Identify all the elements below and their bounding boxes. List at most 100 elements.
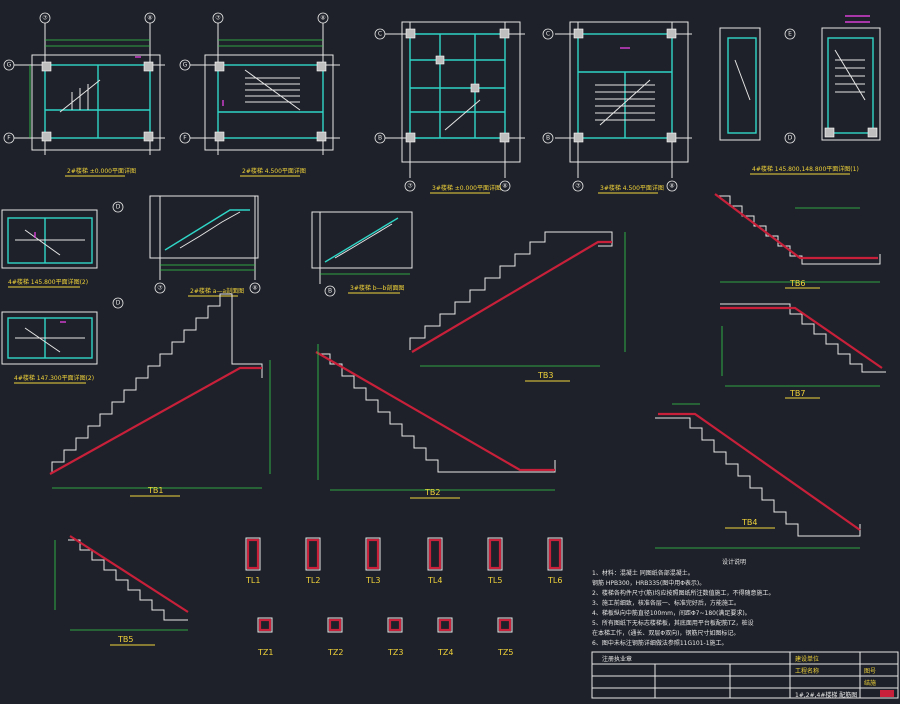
note-line: 4、梯板纵向中筋直径100mm，间距Φ7~180(满足要求)。 xyxy=(592,609,751,617)
plan-title: 3#楼梯 ±0.000平面详图 xyxy=(432,184,501,192)
left-plan-1473 xyxy=(1,311,98,365)
column-label: TZ1 xyxy=(257,648,273,657)
note-line: 5、所有图纸下无标志楼梯板，其底面用平台板配筋TZ，桩设 xyxy=(592,619,754,627)
stair-tb1 xyxy=(49,293,271,497)
column-label: TZ5 xyxy=(497,648,513,657)
axis-bubble xyxy=(784,132,796,144)
column-sections xyxy=(257,617,513,633)
title-block-field: 工程名称 xyxy=(795,667,819,675)
axis-bubble xyxy=(572,180,584,192)
axis-bubble xyxy=(542,132,554,144)
axis-label: B xyxy=(378,135,382,142)
stair-label: TB6 xyxy=(789,279,805,288)
left-plan-1458 xyxy=(1,209,98,269)
axis-bubble xyxy=(3,132,15,144)
stair-tb4 xyxy=(655,403,861,549)
beam-label: TL2 xyxy=(305,576,320,585)
axis-bubble xyxy=(374,132,386,144)
note-line: 2、楼梯各构件尺寸(筋)均应按照图纸所注数值施工，不得随意施工。 xyxy=(592,589,775,597)
axis-bubble xyxy=(154,282,166,294)
axis-bubble xyxy=(324,285,336,297)
stair-label: TB5 xyxy=(117,635,133,644)
axis-label: C xyxy=(378,31,382,38)
note-line: 在本梯工作，(通长、双层Φ双向)，钢筋尺寸如图标记。 xyxy=(592,629,739,637)
title-block xyxy=(591,651,899,699)
axis-label: ⑦ xyxy=(575,183,581,190)
axis-label: D xyxy=(788,135,793,142)
plan-3-4500 xyxy=(555,21,692,178)
axis-label: B xyxy=(546,135,550,142)
axis-label: C xyxy=(546,31,550,38)
axis-bubble xyxy=(317,12,329,24)
stair-tb5 xyxy=(54,535,189,646)
note-line: 3、施工前细致，核准各层一、标准完好后，方能施工。 xyxy=(592,599,740,607)
axis-bubble xyxy=(374,28,386,40)
beam-label: TL3 xyxy=(365,576,380,585)
axis-bubble xyxy=(666,180,678,192)
plan-3-000 xyxy=(385,21,525,178)
axis-label: ⑦ xyxy=(215,15,221,22)
column-label: TZ4 xyxy=(437,648,453,657)
axis-label: ⑦ xyxy=(157,285,163,292)
note-line: 1、材料：混凝土 同图纸各部混凝土。 xyxy=(592,569,694,577)
axis-label: ⑦ xyxy=(407,183,413,190)
title-block-stamp: 注册执业章 xyxy=(602,655,632,663)
axis-bubble xyxy=(404,180,416,192)
column-label: TZ3 xyxy=(387,648,403,657)
column-label: TZ2 xyxy=(327,648,343,657)
axis-bubble xyxy=(144,12,156,24)
stair-label: TB4 xyxy=(741,518,757,527)
axis-bubble xyxy=(249,282,261,294)
axis-label: ⑧ xyxy=(669,183,674,190)
beam-label: TL6 xyxy=(547,576,562,585)
plan-title: 4#楼梯 145.800,148.800平面详图(1) xyxy=(752,165,859,173)
axis-label: D xyxy=(116,300,121,307)
section-title: 3#楼梯 b—b剖面图 xyxy=(350,284,404,292)
beam-label: TL5 xyxy=(487,576,502,585)
plan-title: 2#楼梯 4.500平面详图 xyxy=(242,167,306,175)
axis-bubble xyxy=(784,28,796,40)
axis-label: ⑧ xyxy=(320,15,325,22)
note-line: 钢筋 HPB300，HRB335(图中用Φ表示)。 xyxy=(592,579,705,587)
axis-label: D xyxy=(116,204,121,211)
axis-bubble xyxy=(112,201,124,213)
title-block-field: 建设单位 xyxy=(795,655,819,663)
axis-bubble xyxy=(499,180,511,192)
plan-4-1458 xyxy=(719,15,881,141)
axis-label: F xyxy=(183,135,187,142)
section-2-aa xyxy=(149,195,259,280)
plan-title: 3#楼梯 4.500平面详图 xyxy=(600,184,664,192)
axis-label: B xyxy=(328,288,332,295)
beam-sections xyxy=(245,537,563,571)
sheet-number: 结施 xyxy=(864,679,876,687)
stair-tb7 xyxy=(720,303,886,399)
stair-tb3 xyxy=(409,231,626,382)
beam-label: TL4 xyxy=(427,576,442,585)
notes-title: 设计说明 xyxy=(722,558,746,566)
axis-label: F xyxy=(7,135,11,142)
axis-bubble xyxy=(3,59,15,71)
beam-label: TL1 xyxy=(245,576,260,585)
axis-bubble xyxy=(179,59,191,71)
stair-label: TB3 xyxy=(537,371,553,380)
plan-title: 4#楼梯 145.800平面详图(2) xyxy=(8,278,88,286)
axis-label: E xyxy=(788,31,792,38)
stair-label: TB1 xyxy=(147,486,163,495)
plan-title: 4#楼梯 147.300平面详图(2) xyxy=(14,374,94,382)
plan-2-000 xyxy=(12,22,165,155)
axis-label: ⑧ xyxy=(147,15,152,22)
stair-tb6 xyxy=(714,193,881,289)
axis-bubble xyxy=(39,12,51,24)
note-line: 6、图中未标注钢筋详细做法参照11G101-1施工。 xyxy=(592,639,728,647)
axis-bubble xyxy=(212,12,224,24)
section-3-bb xyxy=(311,211,413,284)
stair-label: TB7 xyxy=(789,389,805,398)
axis-label: G xyxy=(183,62,188,69)
stair-label: TB2 xyxy=(424,488,440,497)
axis-label: ⑦ xyxy=(42,15,48,22)
stair-tb2 xyxy=(315,344,556,499)
section-title: 2#楼梯 a—a剖面图 xyxy=(190,287,244,295)
axis-label: G xyxy=(7,62,12,69)
axis-bubble xyxy=(542,28,554,40)
